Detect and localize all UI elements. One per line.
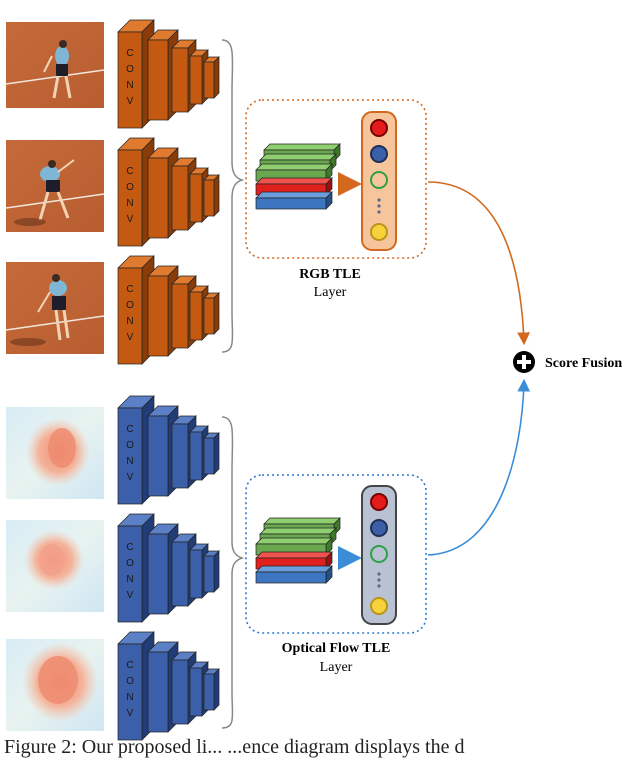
- conv-letter: V: [127, 590, 134, 601]
- flow-tle-title: Optical Flow TLE: [282, 641, 391, 656]
- flow-tle-subtitle: Layer: [320, 660, 353, 675]
- conv-letter: V: [127, 472, 134, 483]
- conv-letter: N: [126, 80, 133, 91]
- conv-letter: V: [127, 708, 134, 719]
- conv-layer-5: [203, 550, 220, 593]
- ellipsis-dot: [377, 210, 381, 214]
- score-node-last: [370, 597, 388, 615]
- conv-letter: C: [126, 48, 133, 59]
- rgb-brace: [221, 39, 245, 353]
- conv-letter: C: [126, 424, 133, 435]
- figure-caption: Figure 2: Our proposed li... ...ence dia…: [4, 736, 465, 758]
- score-node-last: [370, 223, 388, 241]
- rgb-to-fusion-arrow: [427, 181, 531, 346]
- score-panel-bg: [361, 111, 397, 251]
- ellipsis-dot: [377, 578, 381, 582]
- feature-slab-5: [255, 565, 333, 584]
- feature-slab-4: [255, 177, 333, 196]
- score-node-2: [370, 519, 388, 537]
- rgb-frame-1: [5, 22, 105, 108]
- conv-letter: N: [126, 316, 133, 327]
- conv-layer-5: [203, 292, 220, 335]
- flow-score-panel: [361, 485, 397, 625]
- rgb-tle-title: RGB TLE: [299, 267, 361, 282]
- ellipsis-dot: [377, 204, 381, 208]
- conv-letter: N: [126, 198, 133, 209]
- conv-letter: C: [126, 284, 133, 295]
- conv-layer-5: [203, 668, 220, 711]
- conv-letter: O: [126, 558, 134, 569]
- conv-layer-5: [203, 56, 220, 99]
- ellipsis-dot: [377, 572, 381, 576]
- ellipsis-dot: [377, 584, 381, 588]
- score-node-1: [370, 493, 388, 511]
- conv-letter: O: [126, 440, 134, 451]
- flow-frame-1: [6, 407, 104, 499]
- conv-letter: C: [126, 166, 133, 177]
- ellipsis-dot: [377, 198, 381, 202]
- plus-circle-icon: [513, 351, 535, 373]
- conv-layer-1: [117, 513, 155, 623]
- conv-letter: C: [126, 660, 133, 671]
- feature-slab-4: [255, 551, 333, 570]
- score-fusion-label: Score Fusion: [545, 356, 622, 371]
- conv-letter: N: [126, 692, 133, 703]
- score-node-3: [370, 545, 388, 563]
- conv-layer-1: [117, 137, 155, 247]
- conv-letter: O: [126, 676, 134, 687]
- conv-letter: V: [127, 96, 134, 107]
- rgb-score-panel: [361, 111, 397, 251]
- conv-letter: O: [126, 64, 134, 75]
- score-node-3: [370, 171, 388, 189]
- conv-layer-5: [203, 174, 220, 217]
- conv-letter: O: [126, 182, 134, 193]
- flow-to-fusion-arrow: [427, 378, 531, 556]
- conv-layer-5: [203, 432, 220, 475]
- flow-frame-2: [6, 520, 104, 612]
- rgb-frame-2: [5, 140, 105, 232]
- flow-tle-box: [245, 474, 427, 634]
- rgb-feature-stack: [255, 143, 341, 210]
- feature-slab-3: [255, 537, 333, 556]
- feature-slab-5: [255, 191, 333, 210]
- rgb-tle-subtitle: Layer: [314, 285, 347, 300]
- conv-letter: N: [126, 456, 133, 467]
- conv-letter: C: [126, 542, 133, 553]
- flow-frame-3: [6, 639, 104, 731]
- rgb-tle-box: [245, 99, 427, 259]
- score-panel-bg: [361, 485, 397, 625]
- conv-letter: O: [126, 300, 134, 311]
- flow-brace: [221, 416, 245, 729]
- flow-feature-stack: [255, 517, 341, 584]
- conv-letter: V: [127, 332, 134, 343]
- score-node-1: [370, 119, 388, 137]
- score-node-2: [370, 145, 388, 163]
- conv-letter: N: [126, 574, 133, 585]
- conv-letter: V: [127, 214, 134, 225]
- feature-slab-3: [255, 163, 333, 182]
- rgb-frame-3: [5, 262, 105, 354]
